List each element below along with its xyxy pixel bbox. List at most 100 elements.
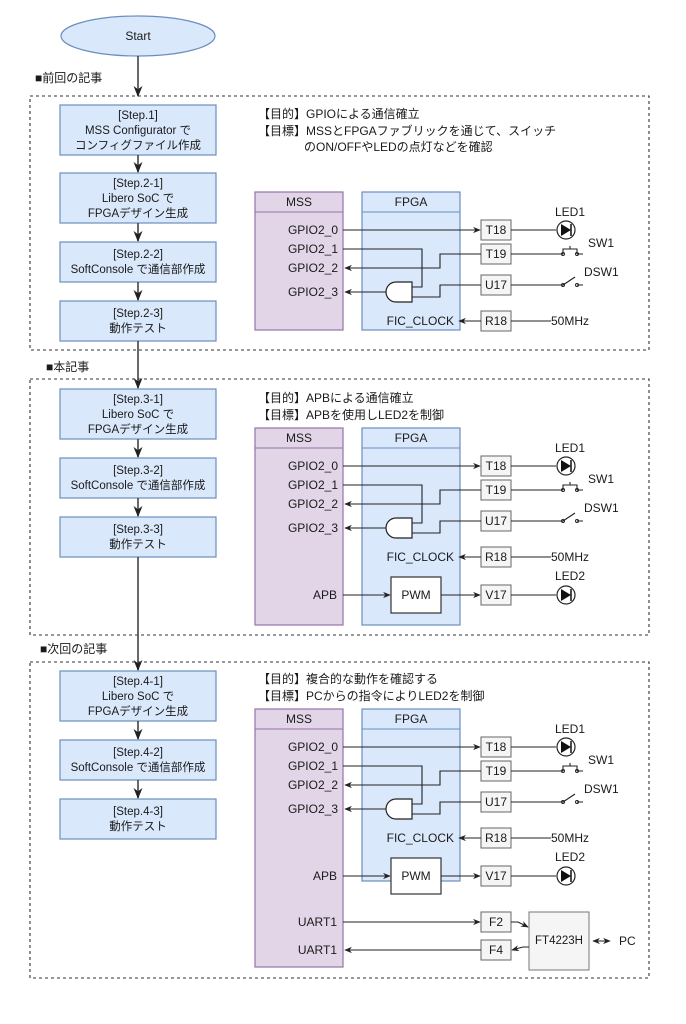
step-2-2[interactable]: [Step.2-2] SoftConsole で通信部作成	[59, 241, 217, 283]
step-3-2[interactable]: [Step.3-2] SoftConsole で通信部作成	[59, 457, 217, 499]
step-title: [Step.3-2]	[113, 465, 163, 477]
step-3-3[interactable]: [Step.3-3] 動作テスト	[59, 516, 217, 558]
dsw1-label: DSW1	[584, 501, 619, 515]
wire	[343, 484, 423, 524]
switch-contact	[561, 283, 565, 287]
step-text: Libero SoC で	[102, 193, 174, 205]
fpga-block	[361, 708, 461, 882]
gpio-label: GPIO2_0	[288, 740, 338, 754]
fpga-title: FPGA	[395, 195, 428, 209]
section-frame-next	[29, 661, 650, 979]
step-2-3[interactable]: [Step.2-3] 動作テスト	[59, 300, 217, 342]
pin-label: T18	[486, 459, 507, 473]
wire	[343, 248, 423, 288]
led-triangle	[561, 589, 571, 601]
gpio-label: GPIO2_2	[288, 778, 338, 792]
ft4223h-block	[528, 911, 590, 971]
wire	[412, 284, 481, 298]
wire	[344, 489, 481, 508]
purpose-text: 【目的】複合的な動作を確認する	[258, 671, 438, 686]
gpio-label: GPIO2_2	[288, 497, 338, 511]
pin-label: T18	[486, 223, 507, 237]
apb-label: APB	[313, 588, 337, 602]
sw1-label: SW1	[588, 236, 614, 250]
step-text: 動作テスト	[109, 819, 167, 833]
step-text: FPGAデザイン生成	[88, 704, 189, 718]
pin-label: T19	[486, 247, 507, 261]
dsw1-label: DSW1	[584, 782, 619, 796]
wire	[344, 770, 481, 789]
gpio-label: GPIO2_1	[288, 242, 338, 256]
step-2-1[interactable]: [Step.2-1] Libero SoC で FPGAデザイン生成	[59, 172, 217, 224]
gpio-label: GPIO2_2	[288, 261, 338, 275]
fic-clock-label: FIC_CLOCK	[387, 550, 454, 564]
led1-icon	[556, 456, 576, 476]
apb-label: APB	[313, 869, 337, 883]
gpio-label: GPIO2_3	[288, 521, 338, 535]
step-title: [Step.4-3]	[113, 806, 163, 818]
switch-lever	[562, 763, 583, 772]
pin-label: U17	[485, 795, 507, 809]
dip-switch-icon	[561, 793, 583, 804]
pin-label: U17	[485, 514, 507, 528]
wire	[343, 765, 423, 805]
step-text: FPGAデザイン生成	[88, 422, 189, 436]
pin-label: R18	[485, 831, 507, 845]
step-4-2[interactable]: [Step.4-2] SoftConsole で通信部作成	[59, 739, 217, 781]
step-text: MSS Configurator で	[85, 125, 191, 137]
section-frame-current	[29, 378, 650, 636]
section-heading-next: ■次回の記事	[40, 641, 107, 656]
section-heading-previous: ■前回の記事	[35, 70, 102, 85]
uart-tx-label: UART1	[298, 915, 337, 929]
ft4223h-label: FT4223H	[535, 935, 583, 947]
sw1-label: SW1	[588, 753, 614, 767]
purpose-text: 【目的】GPIOによる通信確立	[258, 106, 420, 121]
push-switch-icon	[561, 246, 583, 256]
step-text: Libero SoC で	[102, 691, 174, 703]
pin-label: V17	[485, 869, 507, 883]
dsw1-label: DSW1	[584, 265, 619, 279]
step-text: Libero SoC で	[102, 409, 174, 421]
fpga-block	[361, 191, 461, 331]
led-triangle	[561, 224, 571, 236]
switch-lever	[562, 482, 583, 491]
fpga-title: FPGA	[395, 712, 428, 726]
wire	[511, 921, 529, 928]
mss-block	[254, 427, 344, 626]
gpio-label: GPIO2_0	[288, 223, 338, 237]
push-switch-icon	[561, 763, 583, 773]
step-4-1[interactable]: [Step.4-1] Libero SoC で FPGAデザイン生成	[59, 670, 217, 722]
step-1[interactable]: [Step.1] MSS Configurator で コンフィグファイル作成	[59, 104, 217, 156]
mss-title: MSS	[286, 195, 312, 209]
step-4-3[interactable]: [Step.4-3] 動作テスト	[59, 798, 217, 840]
goal-text: 【目標】PCからの指令によりLED2を制御	[258, 688, 484, 703]
start-node[interactable]: Start	[60, 15, 216, 57]
step-text: SoftConsole で通信部作成	[71, 478, 206, 492]
purpose-text: 【目的】APBによる通信確立	[258, 390, 414, 405]
dip-switch-icon	[561, 276, 583, 287]
pin-label: V17	[485, 588, 507, 602]
gpio-label: GPIO2_0	[288, 459, 338, 473]
switch-contact	[561, 800, 565, 804]
wire	[511, 945, 529, 952]
step-text: 動作テスト	[109, 321, 167, 335]
step-3-1[interactable]: [Step.3-1] Libero SoC で FPGAデザイン生成	[59, 388, 217, 440]
and-gate-icon	[385, 517, 413, 539]
step-title: [Step.3-3]	[113, 524, 163, 536]
step-title: [Step.2-1]	[113, 178, 163, 190]
uart-rx-label: UART1	[298, 943, 337, 957]
pc-label: PC	[619, 934, 636, 948]
goal-text: 【目標】MSSとFPGAファブリックを通じて、スイッチ	[258, 123, 556, 138]
step-text: SoftConsole で通信部作成	[71, 262, 206, 276]
fic-clock-label: FIC_CLOCK	[387, 831, 454, 845]
mss-block	[254, 708, 344, 968]
gpio-label: GPIO2_3	[288, 802, 338, 816]
dip-switch-icon	[561, 512, 583, 523]
clock-label: 50MHz	[551, 831, 589, 845]
pin-label: R18	[485, 314, 507, 328]
led1-icon	[556, 220, 576, 240]
